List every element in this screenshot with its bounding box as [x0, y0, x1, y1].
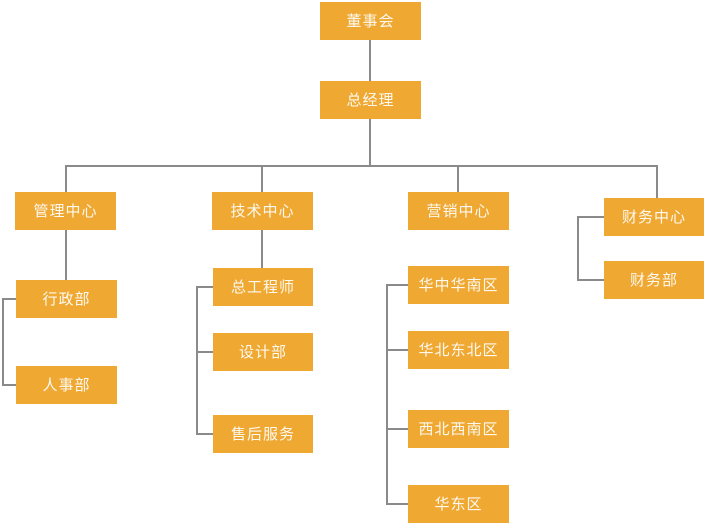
management-to-admin-line [65, 230, 67, 280]
org-node-after-sales-service[interactable]: 售后服务 [213, 415, 313, 453]
org-node-marketing-center[interactable]: 营销中心 [408, 192, 509, 230]
org-node-technology-center[interactable]: 技术中心 [212, 192, 313, 230]
tech-bracket-stub-aftersales [196, 433, 213, 435]
org-node-region-central-south[interactable]: 华中华南区 [408, 266, 509, 304]
finance-bracket-vertical [577, 216, 579, 281]
finance-bracket-stub-center [577, 216, 604, 218]
admin-bracket-vertical [2, 298, 4, 386]
tech-bracket-vertical [196, 286, 198, 435]
org-node-chief-engineer[interactable]: 总工程师 [213, 268, 313, 306]
admin-bracket-stub-hr [2, 384, 16, 386]
marketing-bracket-stub-region2 [386, 349, 408, 351]
board-to-gm-line [369, 40, 371, 81]
org-node-finance-dept[interactable]: 财务部 [604, 261, 704, 299]
org-node-board[interactable]: 董事会 [320, 2, 421, 40]
org-node-region-east[interactable]: 华东区 [408, 485, 509, 523]
level2-bus-line [65, 165, 658, 167]
finance-bracket-stub-dept [577, 279, 604, 281]
org-node-general-manager[interactable]: 总经理 [320, 81, 421, 119]
technology-to-chief-line [261, 230, 263, 268]
org-node-management-center[interactable]: 管理中心 [15, 192, 116, 230]
org-node-design-dept[interactable]: 设计部 [213, 333, 313, 371]
org-node-administration-dept[interactable]: 行政部 [16, 280, 117, 318]
marketing-bracket-vertical [386, 284, 388, 505]
org-node-hr-dept[interactable]: 人事部 [16, 366, 117, 404]
org-node-region-northwest-southwest[interactable]: 西北西南区 [408, 410, 509, 448]
org-node-region-north-northeast[interactable]: 华北东北区 [408, 331, 509, 369]
bus-to-technology-line [261, 165, 263, 192]
gm-to-bus-line [369, 119, 371, 167]
tech-bracket-stub-chief [196, 286, 213, 288]
marketing-bracket-stub-region3 [386, 428, 408, 430]
marketing-bracket-stub-region4 [386, 503, 408, 505]
tech-bracket-stub-design [196, 351, 213, 353]
marketing-bracket-stub-region1 [386, 284, 408, 286]
bus-to-management-line [65, 165, 67, 192]
admin-bracket-stub-admin [2, 298, 16, 300]
bus-to-marketing-line [457, 165, 459, 192]
org-node-finance-center[interactable]: 财务中心 [604, 198, 704, 236]
bus-to-finance-line [656, 165, 658, 198]
